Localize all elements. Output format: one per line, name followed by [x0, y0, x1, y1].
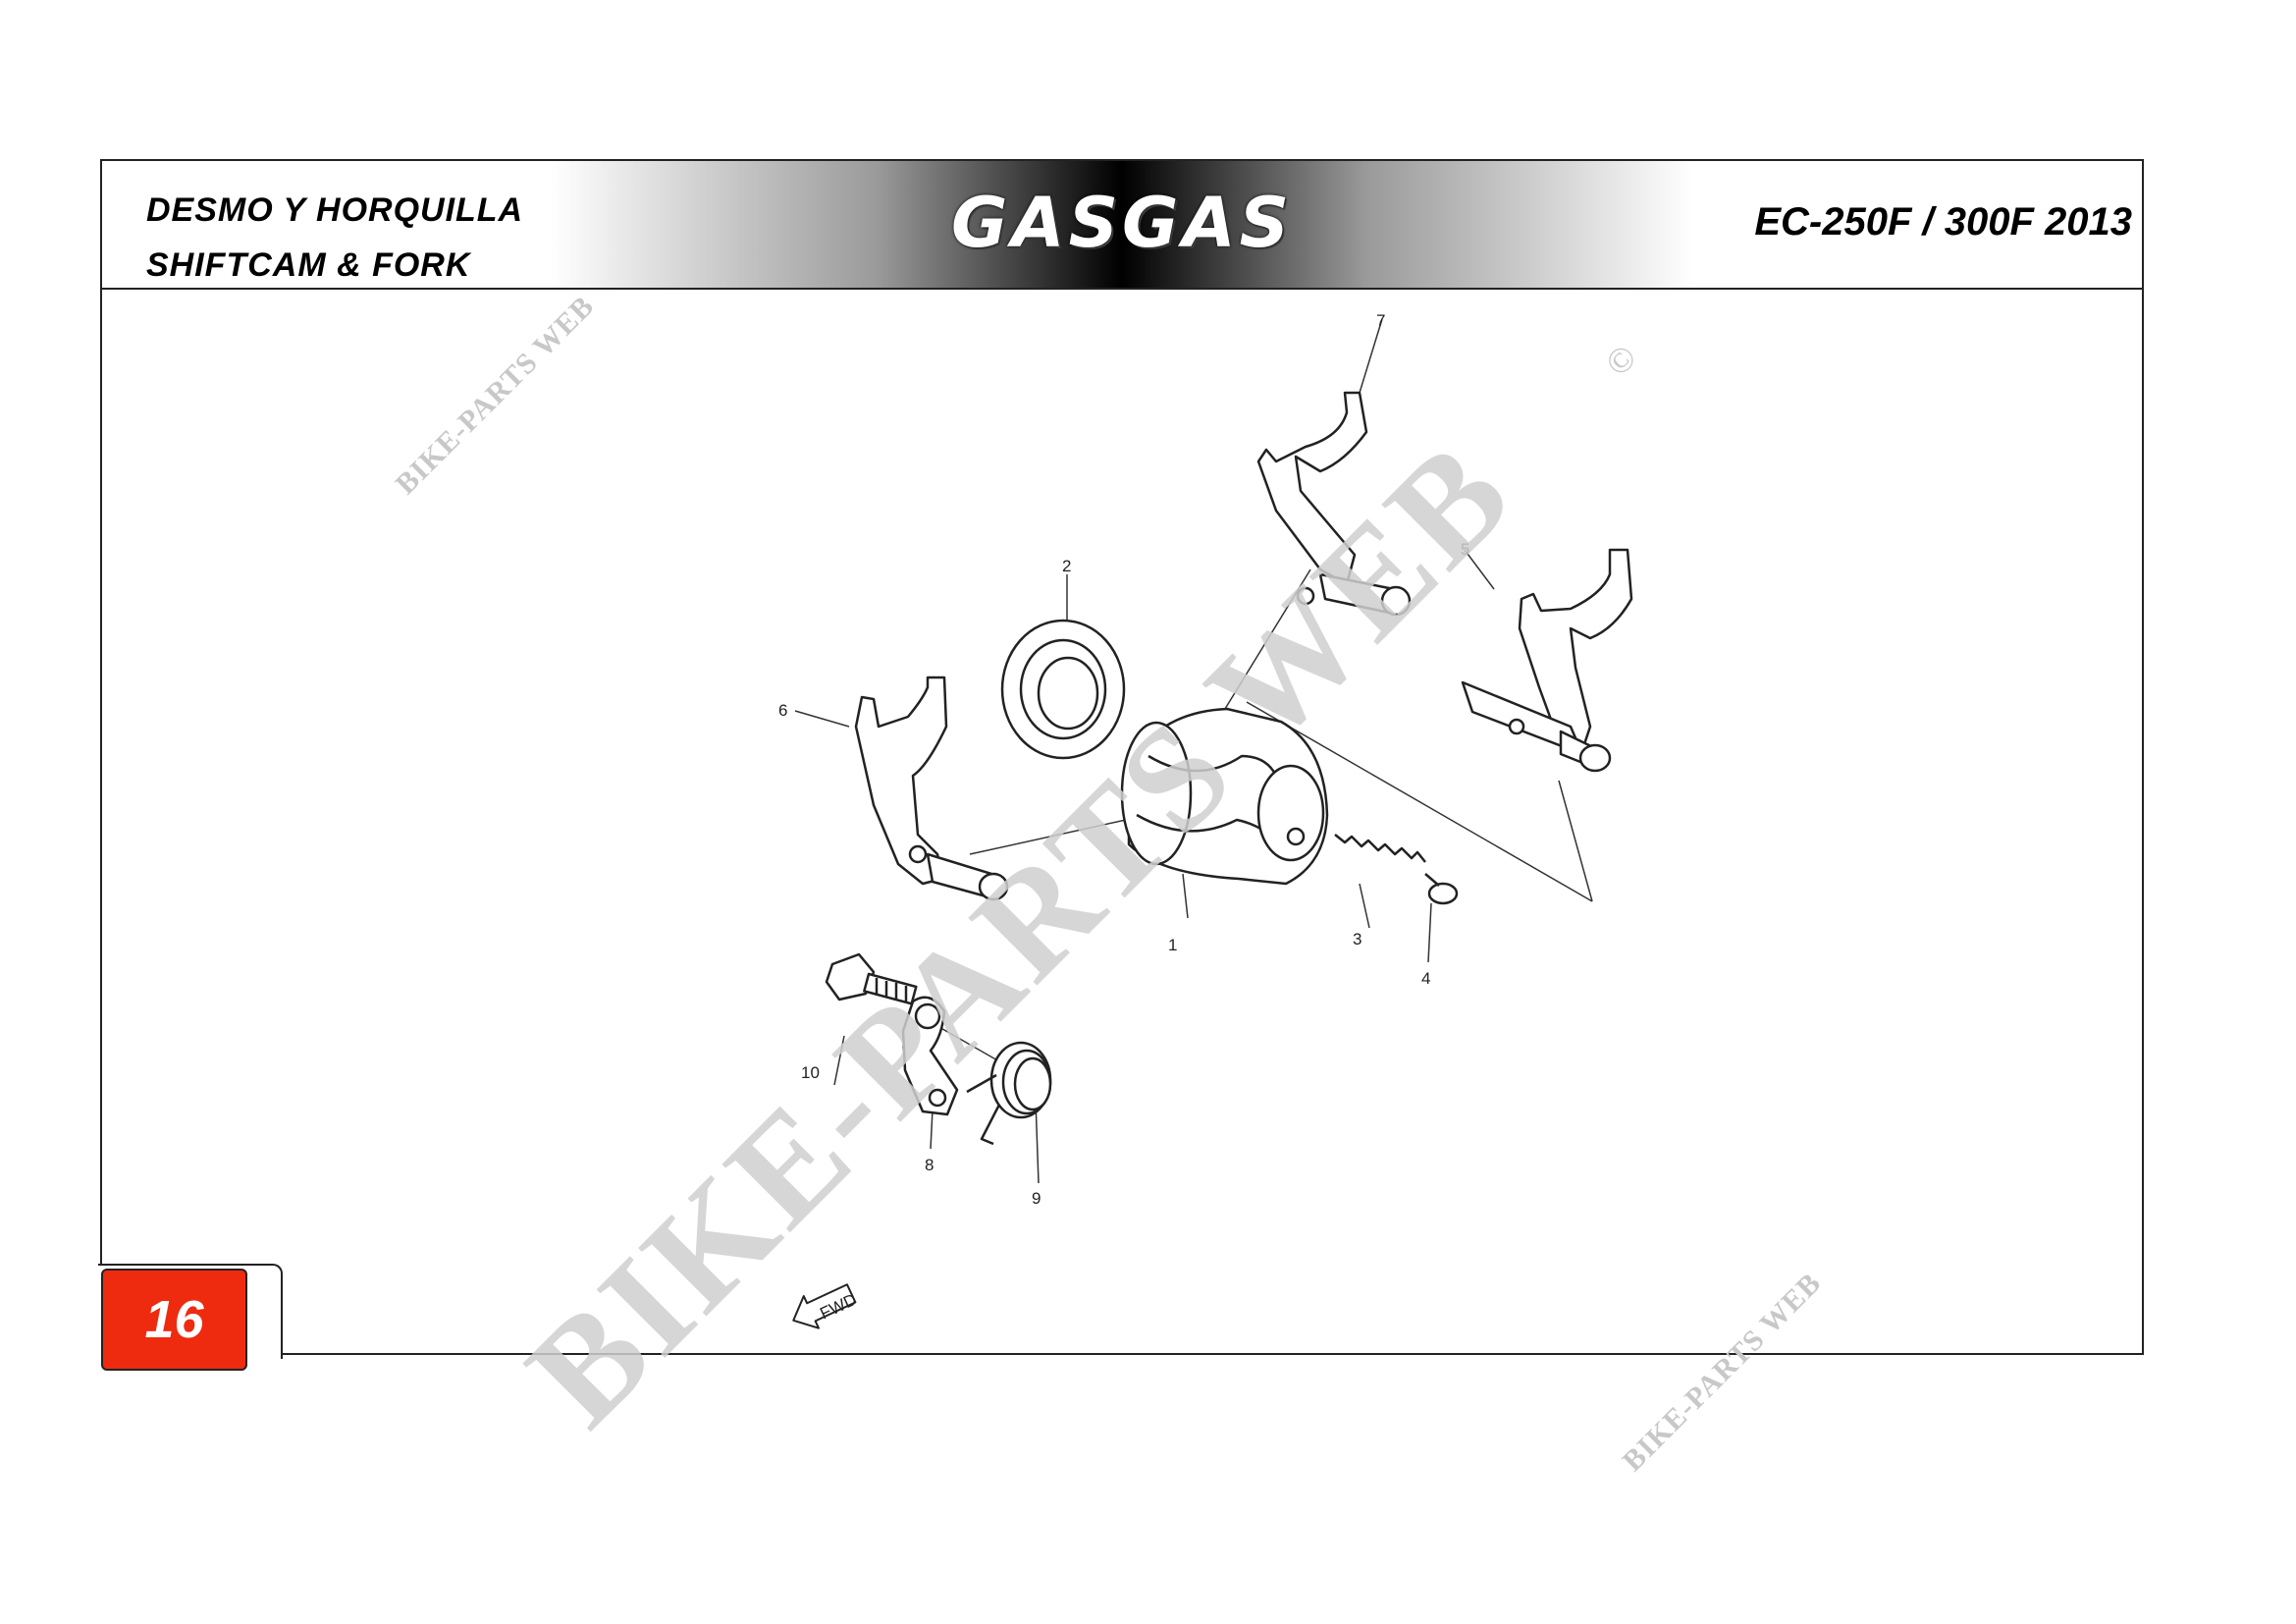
detent-spring-part: [1334, 834, 1459, 905]
page-header: DESMO Y HORQUILLA SHIFTCAM & FORK GASGAS…: [100, 159, 2144, 290]
callout-10: 10: [801, 1063, 820, 1082]
fwd-arrow-icon: [792, 1283, 857, 1329]
shift-fork-5: [1461, 548, 1633, 773]
callout-2: 2: [1062, 557, 1071, 575]
watermark: BIKE-PARTS WEB BIKE-PARTS WEB BIKE-PARTS…: [390, 290, 1828, 1478]
callout-3: 3: [1353, 930, 1362, 948]
bolt-part: [825, 952, 918, 1005]
model-label: EC-250F / 300F 2013: [1754, 200, 2132, 244]
torsion-spring-part: [966, 1041, 1052, 1146]
watermark-text-top-left: BIKE-PARTS WEB: [390, 290, 601, 501]
bearing-part: [1000, 619, 1126, 760]
callout-8: 8: [925, 1156, 934, 1174]
diagram-sheet: [100, 159, 2144, 1355]
watermark-copyright-large: ©: [1597, 337, 1644, 384]
watermark-text-large: BIKE-PARTS WEB: [497, 409, 1543, 1456]
brand-logo: GASGAS: [950, 183, 1294, 263]
title-english: SHIFTCAM & FORK: [146, 246, 471, 284]
shift-fork-7: [1256, 391, 1412, 617]
page-number-badge: 16: [101, 1269, 247, 1371]
callout-1: 1: [1168, 936, 1177, 954]
callout-7: 7: [1376, 311, 1385, 330]
title-block: DESMO Y HORQUILLA SHIFTCAM & FORK: [146, 183, 523, 293]
callout-4: 4: [1421, 969, 1430, 988]
callout-9: 9: [1032, 1189, 1041, 1208]
callout-6: 6: [778, 701, 787, 720]
stopper-lever-part: [901, 996, 959, 1116]
shift-drum-part: [1120, 707, 1329, 886]
title-spanish: DESMO Y HORQUILLA: [146, 191, 524, 229]
callout-5: 5: [1461, 540, 1469, 559]
watermark-text-bottom-right: BIKE-PARTS WEB: [1617, 1267, 1828, 1478]
shift-fork-6: [854, 676, 1009, 901]
